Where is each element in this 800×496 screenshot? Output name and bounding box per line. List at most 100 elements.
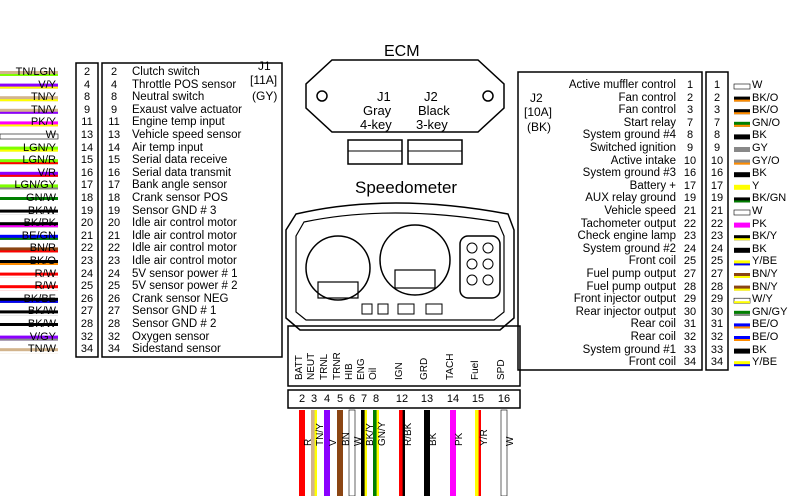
j1-function-label: Idle air control motor — [132, 217, 237, 230]
speedo-wire-code: TN/Y — [315, 423, 326, 446]
j1-wire-code: LGN/R — [22, 154, 56, 167]
j1-pin-left: 32 — [80, 330, 94, 343]
j2-pin-right: 24 — [710, 242, 724, 255]
j1-function-label: Sensor GND # 1 — [132, 305, 217, 318]
j2-pin-left: 25 — [683, 255, 697, 268]
speedo-function-label: Fuel — [470, 360, 481, 380]
j2-pin-left: 30 — [683, 305, 697, 318]
j1-pin-right: 20 — [107, 217, 121, 230]
j2-pin-left: 8 — [686, 129, 694, 142]
j1-pin-right: 15 — [107, 154, 121, 167]
j1-wire-code: BN/R — [29, 242, 56, 255]
j2-pin-right: 17 — [710, 179, 724, 192]
j2-connector-name: J2 — [530, 91, 543, 105]
j1-pin-left: 4 — [83, 78, 91, 91]
speedo-wire-code: R — [303, 438, 314, 446]
j2-function-label: Active intake — [610, 154, 676, 167]
j2-wire-stub-left — [734, 109, 750, 115]
j1-pin-left: 22 — [80, 242, 94, 255]
j1-wire-code: TN/Y — [30, 91, 56, 104]
j1-pin-left: 23 — [80, 255, 94, 267]
j1-function-label: Idle air control motor — [132, 242, 237, 255]
j1-pin-left: 25 — [80, 280, 94, 293]
ecm-j2-plug — [407, 139, 463, 165]
j1-pin-left: 11 — [81, 116, 93, 129]
j2-pin-right: 7 — [713, 116, 721, 129]
j1-pin-left: 15 — [80, 154, 94, 167]
j2-wire-code: GN/O — [752, 116, 781, 129]
j1-pin-right: 22 — [107, 242, 121, 255]
j2-pin-right: 21 — [710, 205, 724, 217]
ecm-j2-color: Black — [418, 103, 450, 118]
speedo-wire — [475, 410, 481, 496]
j1-wire-stub — [0, 348, 58, 354]
speedo-function-label: TRNL — [319, 353, 330, 380]
j2-connector-box — [517, 71, 703, 371]
j2-wire-stub-left — [734, 310, 750, 316]
j1-wire-stub — [0, 184, 58, 190]
j2-pin-right: 3 — [713, 104, 721, 117]
j1-wire-stub — [0, 285, 58, 291]
j1-pin-left: 20 — [80, 217, 94, 230]
speedo-function-label: HIB — [344, 363, 355, 380]
j1-wire-code: W — [45, 129, 56, 141]
j2-pin-left: 17 — [683, 179, 697, 192]
j1-pin-left: 21 — [80, 229, 94, 242]
speedo-pin-number: 7 — [360, 393, 368, 405]
speedo-wire-code: W — [505, 436, 516, 446]
j1-function-label: Oxygen sensor — [132, 330, 210, 343]
j1-pin-right: 28 — [107, 318, 121, 330]
j2-wire-stub-left — [734, 134, 750, 140]
j1-pin-left: 28 — [80, 318, 94, 330]
speedo-wire — [337, 410, 343, 496]
j2-wire-stub-left — [733, 209, 751, 216]
j1-wire-code: PK/Y — [30, 116, 56, 129]
j1-wire-code: BK/BE — [23, 292, 56, 305]
j2-wire-code: Y/BE — [752, 255, 778, 268]
j1-wire-code: TN/W — [27, 343, 56, 356]
j2-wire-stub-left — [734, 348, 750, 354]
j1-wire-code: R/W — [34, 267, 56, 280]
j2-connector-amps: [10A] — [524, 105, 553, 119]
j1-function-label: Crank sensor POS — [132, 192, 228, 204]
j2-wire-code: BK — [752, 129, 767, 142]
j1-pin-right: 27 — [107, 305, 121, 318]
j2-function-label: Fuel pump output — [586, 268, 676, 280]
j2-wire-code: Y/BE — [752, 356, 778, 369]
j1-pin-left: 17 — [80, 179, 94, 192]
j1-connector-color: (GY) — [252, 89, 278, 103]
j1-pin-right: 25 — [107, 280, 121, 293]
j1-pin-left: 18 — [80, 192, 94, 204]
ecm-j1-color: Gray — [363, 103, 392, 118]
j2-wire-stub-left — [734, 184, 750, 190]
j1-pin-right: 26 — [107, 292, 121, 305]
j1-wire-stub — [0, 272, 58, 278]
j2-pin-left: 19 — [683, 192, 697, 205]
j2-pin-left: 23 — [683, 230, 697, 243]
j2-wire-stub-left — [734, 323, 750, 329]
j2-pin-left: 3 — [686, 104, 694, 117]
ecm-j1-label: J1 — [377, 89, 391, 104]
j1-pin-right: 34 — [107, 343, 121, 356]
j2-wire-code: PK — [752, 217, 767, 230]
j1-function-label: Clutch switch — [132, 66, 200, 78]
j2-function-label: Front coil — [628, 356, 676, 369]
speedo-pin-number: 12 — [395, 393, 409, 405]
j1-function-label: Air temp input — [132, 141, 203, 154]
j2-function-label: System ground #2 — [582, 242, 676, 255]
j2-pin-left: 9 — [686, 142, 694, 154]
j1-pin-right: 17 — [107, 179, 121, 192]
ecm-j2-label: J2 — [424, 89, 438, 104]
j2-wire-code: BK/O — [752, 91, 779, 104]
j2-wire-code: W — [752, 79, 763, 91]
j1-wire-stub — [0, 171, 58, 177]
j1-wire-stub — [0, 83, 58, 89]
speedo-wire-code: Y/R — [479, 429, 490, 446]
speedo-function-label: IGN — [394, 362, 405, 380]
speedo-wire — [348, 409, 356, 496]
j2-pin-right: 27 — [710, 268, 724, 280]
j2-function-label: Front injector output — [573, 293, 676, 306]
speedo-wire — [324, 410, 330, 496]
j2-wire-code: BK — [752, 167, 767, 180]
speedo-wire-code: V — [328, 439, 339, 446]
